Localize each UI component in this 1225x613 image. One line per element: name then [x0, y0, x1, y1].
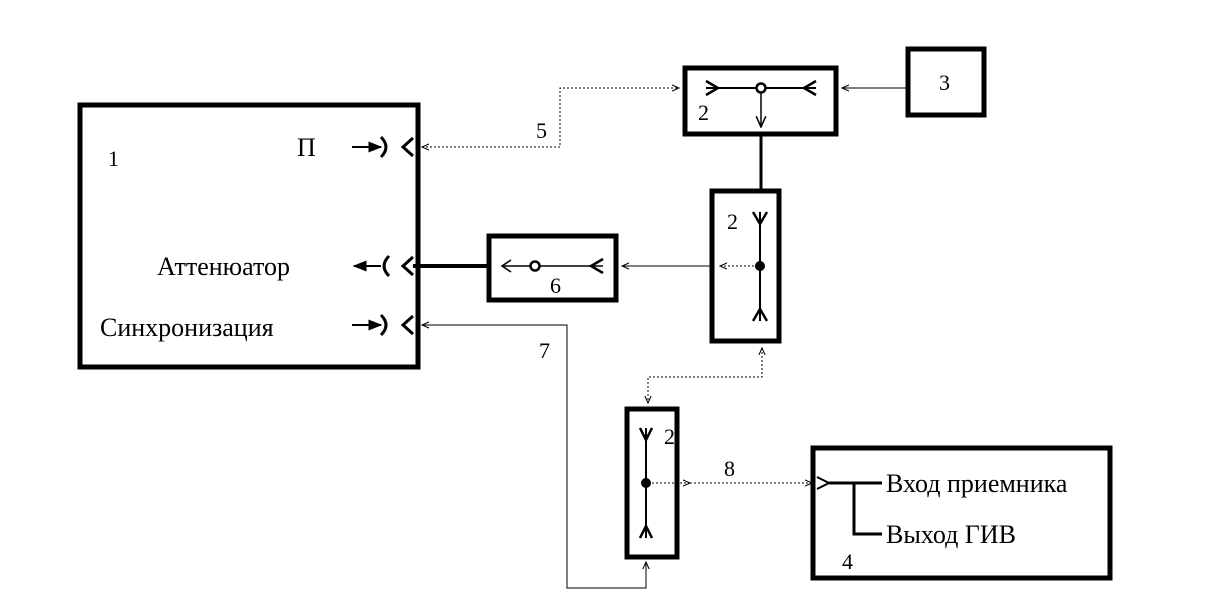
port-p-connector-icon — [352, 135, 415, 159]
line-5-label: 5 — [536, 118, 547, 143]
port-sync-connector-icon — [352, 313, 415, 337]
splitter-bottom: 2 — [624, 406, 690, 560]
block-6-number: 6 — [550, 273, 561, 298]
line-7: 7 — [422, 325, 646, 589]
line-5: 5 — [422, 88, 679, 147]
block-1-number: 1 — [108, 146, 119, 171]
port-sync-label: Синхронизация — [100, 313, 274, 342]
giv-output-label: Выход ГИВ — [886, 520, 1016, 549]
port-p-label: П — [297, 133, 316, 162]
receiver-input-label: Вход приемника — [886, 469, 1068, 498]
link-mid-to-bottom-splitter — [648, 348, 762, 403]
block-4-number: 4 — [842, 549, 853, 574]
splitter-top-number: 2 — [698, 100, 709, 125]
splitter-bottom-number: 2 — [664, 424, 675, 449]
line-7-label: 7 — [539, 338, 550, 363]
port-attenuator-label: Аттенюатор — [157, 252, 290, 281]
splitter-mid-number: 2 — [727, 209, 738, 234]
block-3: 3 — [905, 46, 987, 118]
line-8: 8 — [690, 456, 812, 483]
line-8-label: 8 — [724, 456, 735, 481]
splitter-mid: 2 — [709, 188, 782, 344]
block-3-number: 3 — [939, 70, 950, 95]
block-6: 6 — [486, 233, 619, 303]
block-1: 1 П Аттенюатор Синхронизация — [77, 102, 421, 370]
splitter-top: 2 — [682, 65, 839, 137]
port-attenuator-connector-icon — [352, 254, 415, 278]
block-4: Вход приемника Выход ГИВ 4 — [810, 445, 1113, 581]
